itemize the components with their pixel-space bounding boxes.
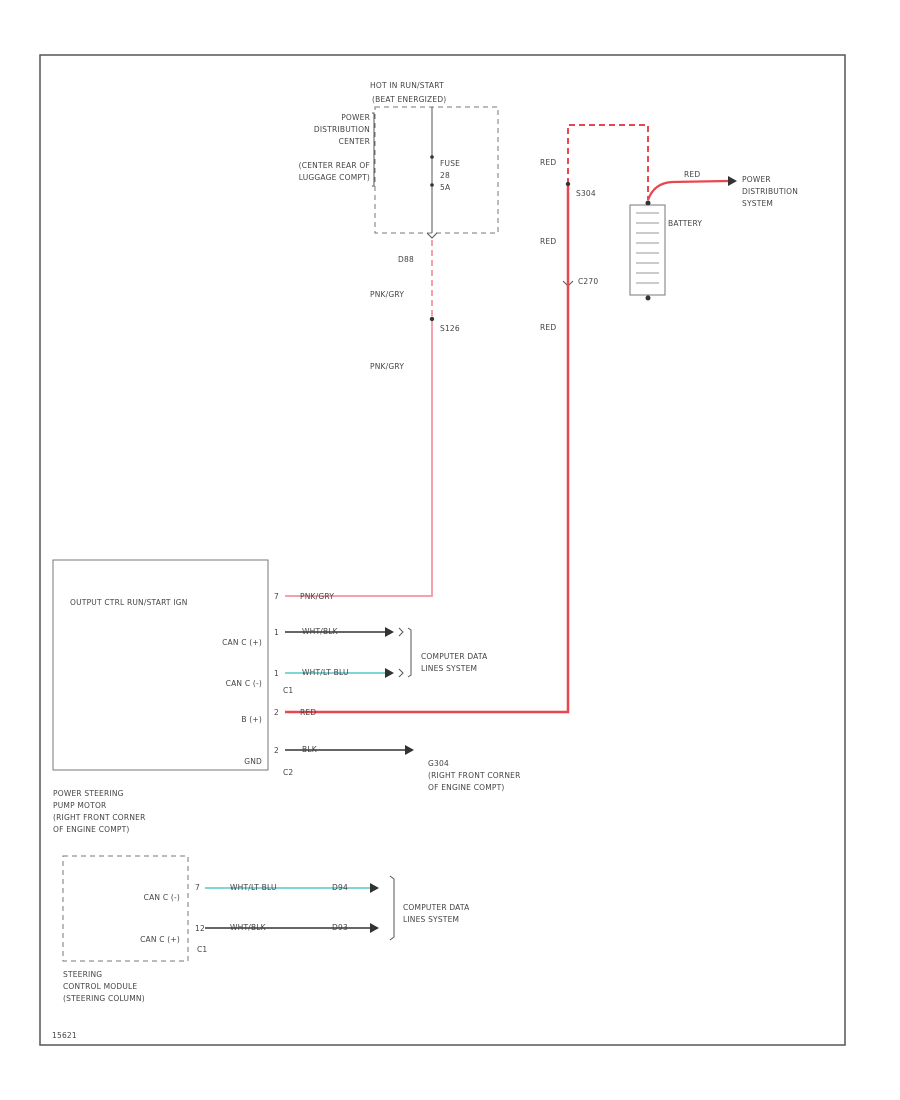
code-d94-label: D94	[332, 883, 348, 892]
fuse-terminal-top	[430, 155, 434, 159]
steering-can-c-plus-label: CAN C (+)	[140, 935, 180, 944]
pump-module-box	[52, 559, 269, 771]
fuse-number: 28	[440, 171, 450, 180]
wht-blk-label-2: WHT/BLK	[230, 923, 267, 932]
battery-positive-terminal	[645, 200, 651, 206]
splice-s304-dot	[565, 181, 571, 187]
arrow-wht-blk-1	[385, 627, 394, 637]
red-label-3: RED	[540, 323, 556, 332]
pump-caption-3: (RIGHT FRONT CORNER	[53, 813, 145, 822]
pump-gnd-label: GND	[244, 757, 262, 766]
battery-negative-terminal	[645, 295, 651, 301]
output-ctrl-label: OUTPUT CTRL RUN/START IGN	[70, 598, 188, 607]
red-label-4: RED	[684, 170, 700, 179]
pump-pin-1b: 1	[274, 669, 279, 678]
red-label-2: RED	[540, 237, 556, 246]
pump-can-c-minus-label: CAN C (-)	[226, 679, 262, 688]
pump-can-c-plus-label: CAN C (+)	[222, 638, 262, 647]
circuit-d88-label: D88	[398, 255, 414, 264]
pnk-gry-solid-wire	[285, 321, 433, 597]
pump-pin-1a: 1	[274, 628, 279, 637]
pnk-gry-label-1: PNK/GRY	[370, 290, 404, 299]
c270-label: C270	[578, 277, 598, 286]
steering-pin-7: 7	[195, 883, 200, 892]
pds-label-2: DISTRIBUTION	[742, 187, 798, 196]
arrow-to-pds	[728, 176, 737, 186]
battery-label: BATTERY	[668, 219, 702, 228]
diagram-frame	[39, 54, 846, 1046]
steering-caption-3: (STEERING COLUMN)	[63, 994, 145, 1003]
hot-in-run-start-label: HOT IN RUN/START	[370, 81, 444, 90]
ground-location-1: (RIGHT FRONT CORNER	[428, 771, 520, 780]
pump-connector-c1: C1	[283, 686, 293, 695]
ground-g304-label: G304	[428, 759, 449, 768]
red-wire-to-pds	[646, 179, 729, 201]
computer-data-2-line1: COMPUTER DATA	[403, 903, 470, 912]
code-d93-label: D93	[332, 923, 348, 932]
fuse-terminal-bottom	[430, 183, 434, 187]
fuse-connector-chevron	[426, 232, 438, 239]
chevron-wht-lt-blu-1	[398, 668, 404, 678]
chevron-wht-blk-1	[398, 627, 404, 637]
pdc-label-1: POWER	[341, 113, 370, 122]
pump-caption-1: POWER STEERING	[53, 789, 124, 798]
power-distribution-center: HOT IN RUN/START (BEAT ENERGIZED) FUSE 2…	[299, 81, 499, 234]
steering-pin-12: 12	[195, 924, 205, 933]
blk-label: BLK	[302, 745, 318, 754]
pump-pin-2b: 2	[274, 746, 279, 755]
computer-data-bracket-2	[389, 875, 395, 941]
steering-can-c-minus-label: CAN C (-)	[144, 893, 180, 902]
pump-connector-c2: C2	[283, 768, 293, 777]
pdc-label-3: CENTER	[339, 137, 370, 146]
steering-connector-c1: C1	[197, 945, 207, 954]
pdc-label-5: LUGGAGE COMPT)	[299, 173, 370, 182]
pump-b-plus-label: B (+)	[241, 715, 262, 724]
wht-lt-blu-label-1: WHT/LT BLU	[302, 668, 349, 677]
power-steering-pump-motor: OUTPUT CTRL RUN/START IGN CAN C (+) CAN …	[52, 559, 293, 777]
footer-code: 15621	[52, 1031, 77, 1040]
arrow-wht-lt-blu-1	[385, 668, 394, 678]
pnk-gry-label-2: PNK/GRY	[370, 362, 404, 371]
pnk-gry-label-3: PNK/GRY	[300, 592, 334, 601]
red-label-1: RED	[540, 158, 556, 167]
arrow-wht-blk-2	[370, 923, 379, 933]
pump-pin-7: 7	[274, 592, 279, 601]
pump-pin-2a: 2	[274, 708, 279, 717]
fuse-label: FUSE	[440, 159, 460, 168]
steering-module-dashed-box	[62, 855, 189, 962]
red-label-5: RED	[300, 708, 316, 717]
pdc-dashed-box	[374, 106, 499, 234]
pds-label-1: POWER	[742, 175, 771, 184]
wht-blk-label-1: WHT/BLK	[302, 627, 339, 636]
beat-energized-label: (BEAT ENERGIZED)	[372, 95, 446, 104]
computer-data-2-line2: LINES SYSTEM	[403, 915, 459, 924]
steering-caption-1: STEERING	[63, 970, 102, 979]
arrow-wht-lt-blu-2	[370, 883, 379, 893]
computer-data-bracket-1	[407, 627, 412, 678]
wht-lt-blu-label-2: WHT/LT BLU	[230, 883, 277, 892]
pdc-bracket	[372, 112, 375, 187]
arrow-ground	[405, 745, 414, 755]
pdc-label-4: (CENTER REAR OF	[299, 161, 370, 170]
battery-body	[629, 204, 666, 296]
steering-caption-2: CONTROL MODULE	[63, 982, 137, 991]
computer-data-1-line2: LINES SYSTEM	[421, 664, 477, 673]
splice-s304-label: S304	[576, 189, 596, 198]
pump-caption-4: OF ENGINE COMPT)	[53, 825, 130, 834]
red-solid-wire	[285, 186, 570, 714]
computer-data-1-line1: COMPUTER DATA	[421, 652, 488, 661]
pds-label-3: SYSTEM	[742, 199, 773, 208]
ground-location-2: OF ENGINE COMPT)	[428, 783, 505, 792]
splice-s126-label: S126	[440, 324, 460, 333]
splice-s126-dot	[429, 316, 435, 322]
pdc-label-2: DISTRIBUTION	[314, 125, 370, 134]
battery: BATTERY	[629, 200, 702, 301]
pump-caption-2: PUMP MOTOR	[53, 801, 106, 810]
fuse-rating: 5A	[440, 183, 451, 192]
steering-control-module: CAN C (-) CAN C (+) 7 12 C1	[62, 855, 207, 962]
